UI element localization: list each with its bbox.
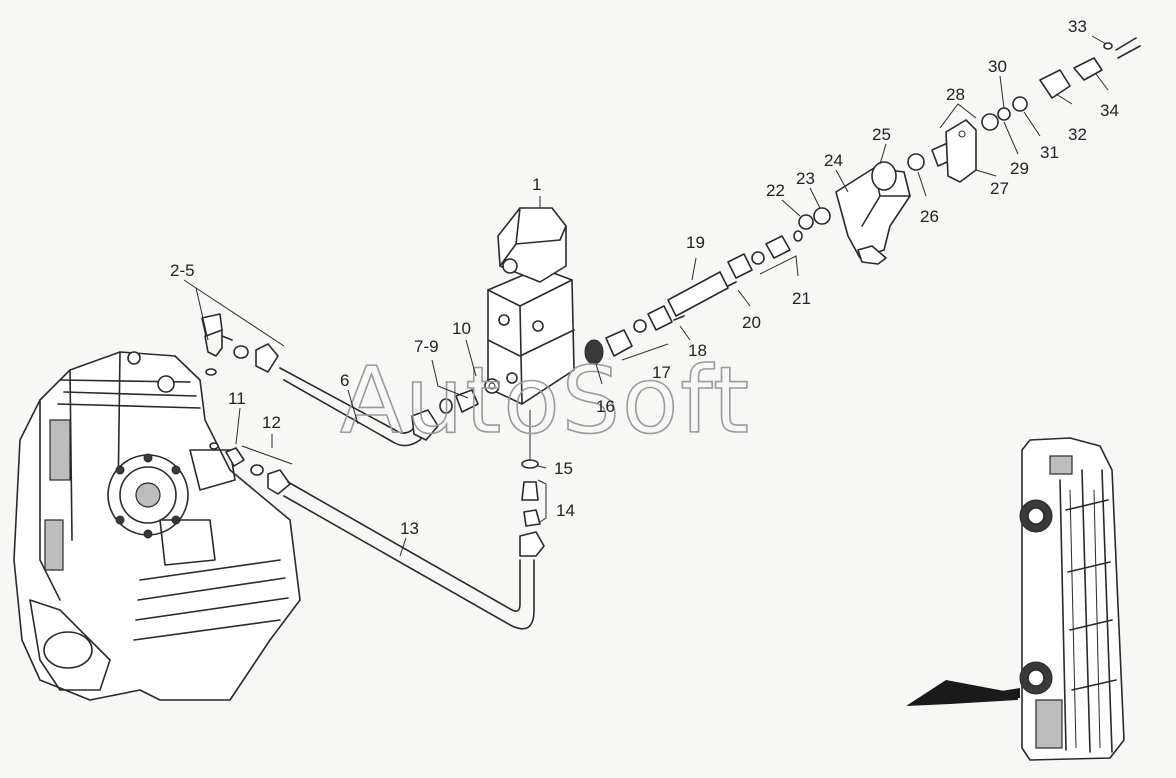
callout-24: 24: [824, 151, 843, 170]
fitting-16-18: [584, 305, 685, 365]
callout-34: 34: [1100, 101, 1119, 120]
callout-32: 32: [1068, 125, 1087, 144]
callout-labels: 1 2-5 6 7-9 10 11 12 13 14 15 16 17 18 1…: [170, 17, 1119, 538]
fittings-29-34: [981, 37, 1141, 131]
hose-13: [283, 481, 545, 630]
callout-1: 1: [532, 175, 541, 194]
callout-2-5: 2-5: [170, 261, 195, 280]
callout-12: 12: [262, 413, 281, 432]
callout-22: 22: [766, 181, 785, 200]
callout-18: 18: [688, 341, 707, 360]
vehicle-side-view: [1019, 437, 1125, 761]
fitting-14-15: [521, 410, 541, 527]
watermark: AutoSoft: [340, 347, 751, 454]
callout-31: 31: [1040, 143, 1059, 162]
callout-14: 14: [556, 501, 575, 520]
callout-15: 15: [554, 459, 573, 478]
callout-27: 27: [990, 179, 1009, 198]
callout-23: 23: [796, 169, 815, 188]
solenoid-valve-1: [487, 196, 575, 405]
callout-26: 26: [920, 207, 939, 226]
callout-29: 29: [1010, 159, 1029, 178]
callout-11: 11: [228, 389, 246, 408]
callout-19: 19: [686, 233, 705, 252]
pipe-19: [667, 230, 803, 317]
callout-6: 6: [340, 371, 349, 390]
callout-28: 28: [946, 85, 965, 104]
callout-20: 20: [742, 313, 761, 332]
callout-7-9: 7-9: [414, 337, 439, 356]
callout-21: 21: [792, 289, 811, 308]
callout-33: 33: [1068, 17, 1087, 36]
fitting-group-2-5: [201, 313, 291, 495]
hose-6: [279, 367, 439, 447]
callout-16: 16: [596, 397, 615, 416]
callout-13: 13: [400, 519, 419, 538]
bracket-27-28: [907, 119, 977, 183]
leader-lines: [183, 35, 1109, 557]
callout-30: 30: [988, 57, 1007, 76]
callout-17: 17: [652, 363, 671, 382]
callout-25: 25: [872, 125, 891, 144]
gearbox-housing: [13, 351, 301, 701]
callout-10: 10: [452, 319, 471, 338]
valve-24: [798, 161, 911, 265]
pointer-arrow-head: [906, 680, 1020, 706]
